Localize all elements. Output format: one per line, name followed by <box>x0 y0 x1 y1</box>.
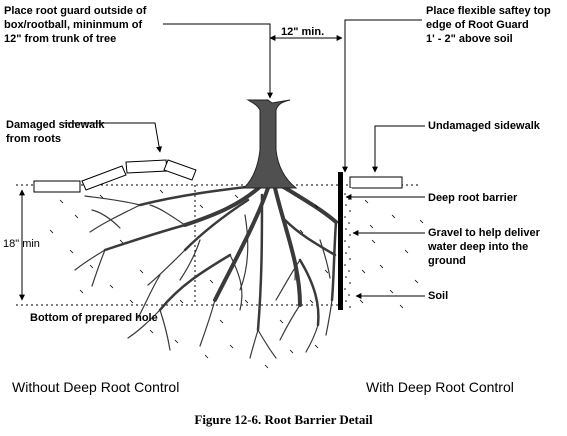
soil-label: Soil <box>428 290 449 302</box>
root-guard-placement-label: Place root guard outside of box/rootball… <box>4 5 147 45</box>
undamaged-sidewalk-label: Undamaged sidewalk <box>428 120 540 132</box>
flexible-top-edge-label: Place flexible saftey top edge of Root G… <box>426 5 551 45</box>
tree-roots <box>74 183 338 359</box>
figure-caption: Figure 12-6. Root Barrier Detail <box>194 412 373 427</box>
damaged-sidewalk <box>33 159 197 193</box>
bottom-of-hole-label: Bottom of prepared hole <box>30 312 158 324</box>
deep-root-barrier <box>338 172 343 310</box>
with-control-heading: With Deep Root Control <box>366 379 514 395</box>
undamaged-sidewalk <box>349 176 403 189</box>
leader-lines <box>64 19 425 299</box>
without-control-heading: Without Deep Root Control <box>12 379 180 395</box>
tree-trunk <box>242 99 298 189</box>
gravel-strip <box>343 188 352 313</box>
damaged-sidewalk-label: Damaged sidewalk from roots <box>6 119 105 145</box>
deep-root-barrier-label: Deep root barrier <box>428 192 518 204</box>
min-distance-label: 12" min. <box>281 26 325 38</box>
depth-min-label: 18" min <box>3 238 40 250</box>
soil-specks <box>49 189 424 369</box>
gravel-label: Gravel to help deliver water deep into t… <box>428 227 540 267</box>
